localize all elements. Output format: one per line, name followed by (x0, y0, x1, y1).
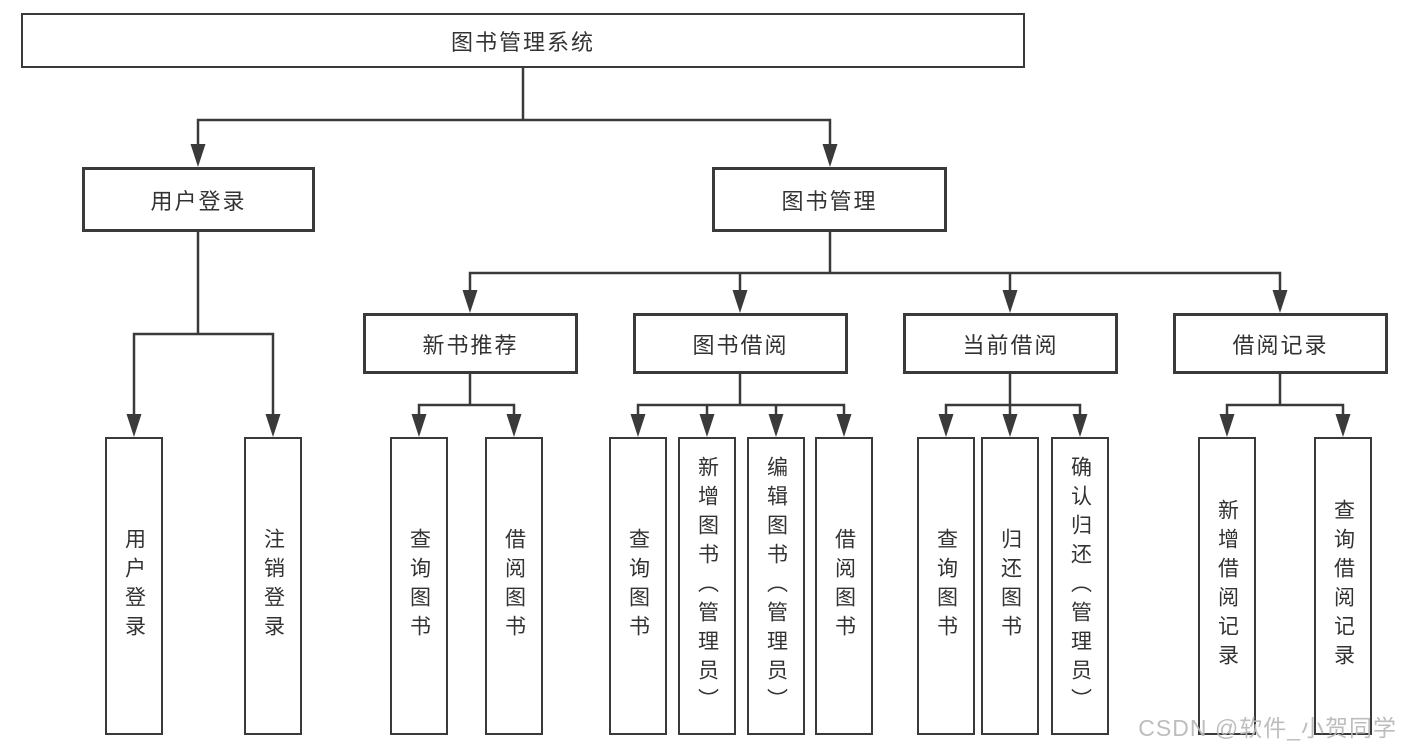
watermark: CSDN @软件_小贺同学 (1138, 715, 1397, 741)
node-new-book-recommendation: 新书推荐 (363, 313, 578, 374)
leaf-login-logout: 注销登录 (244, 437, 302, 735)
node-label: 借阅记录 (1232, 332, 1329, 358)
leaf-label: 查询图书 (626, 528, 650, 644)
node-book-borrowing: 图书借阅 (633, 313, 848, 374)
leaf-current-confirm-return-admin: 确认归还（管理员） (1051, 437, 1109, 735)
arrowhead (699, 414, 715, 437)
arrowhead (836, 414, 852, 437)
leaf-label: 查询借阅记录 (1331, 499, 1355, 673)
arrowhead (1335, 414, 1351, 437)
node-label: 图书管理系统 (450, 29, 595, 55)
node-label: 用户登录 (150, 188, 247, 214)
arrowhead (1272, 290, 1288, 313)
leaf-label: 新增借阅记录 (1215, 499, 1239, 673)
leaf-label: 归还图书 (998, 528, 1022, 644)
arrowhead (462, 290, 478, 313)
leaf-newbook-borrow-books: 借阅图书 (485, 437, 543, 735)
leaf-borrow-borrow-books: 借阅图书 (815, 437, 873, 735)
arrowhead (1002, 290, 1018, 313)
arrowhead (630, 414, 646, 437)
leaf-borrow-add-books-admin: 新增图书（管理员） (678, 437, 736, 735)
node-label: 图书借阅 (692, 332, 789, 358)
leaf-records-query-borrow-record: 查询借阅记录 (1314, 437, 1372, 735)
leaf-label: 确认归还（管理员） (1068, 455, 1092, 717)
node-book-management: 图书管理 (712, 167, 947, 232)
leaf-label: 借阅图书 (502, 528, 526, 644)
node-label: 新书推荐 (422, 332, 519, 358)
arrowhead (411, 414, 427, 437)
node-label: 当前借阅 (962, 332, 1059, 358)
arrowhead (732, 290, 748, 313)
node-book-management-system: 图书管理系统 (21, 13, 1025, 68)
arrowhead (506, 414, 522, 437)
arrowhead (1002, 414, 1018, 437)
leaf-borrow-edit-books-admin: 编辑图书（管理员） (747, 437, 805, 735)
leaf-newbook-query-books: 查询图书 (390, 437, 448, 735)
leaf-login-user-login: 用户登录 (105, 437, 163, 735)
leaf-label: 注销登录 (261, 528, 285, 644)
arrowhead (1072, 414, 1088, 437)
arrowhead (822, 144, 838, 167)
leaf-label: 查询图书 (407, 528, 431, 644)
leaf-label: 借阅图书 (832, 528, 856, 644)
leaf-label: 用户登录 (122, 528, 146, 644)
node-user-login: 用户登录 (82, 167, 315, 232)
arrowhead (265, 414, 281, 437)
node-borrowing-records: 借阅记录 (1173, 313, 1388, 374)
leaf-label: 编辑图书（管理员） (764, 455, 788, 717)
node-current-borrowing: 当前借阅 (903, 313, 1118, 374)
arrowheads (126, 144, 1351, 437)
arrowhead (126, 414, 142, 437)
tree-edges (132, 66, 1345, 418)
arrowhead (768, 414, 784, 437)
node-label: 图书管理 (781, 188, 878, 214)
leaf-current-return-books: 归还图书 (981, 437, 1039, 735)
arrowhead (938, 414, 954, 437)
leaf-current-query-books: 查询图书 (917, 437, 975, 735)
arrowhead (1219, 414, 1235, 437)
arrowhead (190, 144, 206, 167)
leaf-label: 查询图书 (934, 528, 958, 644)
leaf-records-add-borrow-record: 新增借阅记录 (1198, 437, 1256, 735)
leaf-borrow-query-books: 查询图书 (609, 437, 667, 735)
leaf-label: 新增图书（管理员） (695, 455, 719, 717)
